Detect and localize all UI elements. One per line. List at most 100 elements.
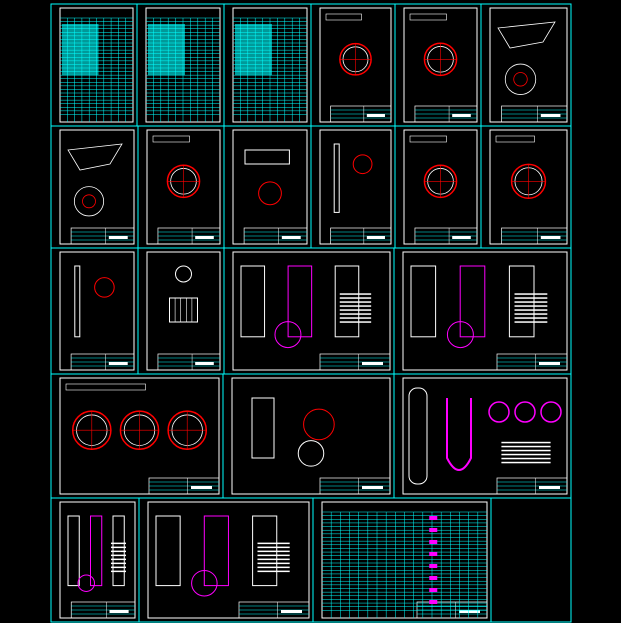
sheet-border bbox=[310, 125, 396, 249]
drawing-sheet-16[interactable] bbox=[393, 247, 572, 375]
note-text-line bbox=[514, 297, 548, 299]
note-text-line bbox=[339, 313, 372, 315]
cone-sector bbox=[504, 63, 537, 95]
drawing-sheet-4[interactable] bbox=[310, 3, 396, 127]
drawing-sheet-2[interactable] bbox=[136, 3, 225, 127]
drawing-sheet-22[interactable] bbox=[312, 497, 492, 623]
drawing-sheet-7[interactable] bbox=[50, 125, 139, 249]
drawing-sheet-15[interactable] bbox=[223, 247, 395, 375]
grid-plate bbox=[169, 297, 198, 323]
assembly-view bbox=[287, 265, 313, 338]
assembly-view bbox=[459, 265, 486, 338]
sheet-border bbox=[50, 247, 139, 375]
drawing-sheet-18[interactable] bbox=[222, 373, 395, 499]
vessel-section bbox=[446, 398, 472, 471]
drawing-sheet-13[interactable] bbox=[50, 247, 139, 375]
sheet-frame bbox=[59, 377, 220, 495]
note-text-line bbox=[339, 293, 372, 295]
nozzle-detail bbox=[514, 401, 536, 423]
sheet-frame bbox=[402, 251, 568, 371]
drawing-number bbox=[362, 486, 383, 489]
drawing-number bbox=[362, 362, 383, 365]
section-view bbox=[325, 13, 362, 21]
drawing-sheet-5[interactable] bbox=[394, 3, 482, 127]
drawing-sheet-21[interactable] bbox=[138, 497, 314, 623]
drawing-number bbox=[366, 236, 385, 239]
note-text-line bbox=[111, 550, 126, 553]
drawing-number bbox=[366, 114, 385, 117]
drawing-sheet-12[interactable] bbox=[480, 125, 572, 249]
assembly-view bbox=[203, 515, 229, 587]
sheet-border bbox=[480, 125, 572, 249]
nozzle-circle bbox=[258, 181, 282, 206]
drawing-number bbox=[540, 114, 561, 117]
note-text-line bbox=[339, 309, 372, 311]
sheet-frame bbox=[232, 129, 308, 245]
drawing-number bbox=[452, 236, 471, 239]
drawing-sheet-17[interactable] bbox=[50, 373, 224, 499]
drawing-sheet-14[interactable] bbox=[137, 247, 225, 375]
drawing-number bbox=[281, 610, 302, 613]
note-text-line bbox=[501, 461, 551, 464]
note-text-line bbox=[514, 317, 548, 319]
sheet-border bbox=[223, 125, 312, 249]
note-text-line bbox=[514, 293, 548, 295]
schedule-marker bbox=[429, 528, 438, 532]
box-view bbox=[244, 149, 290, 165]
sheet-border bbox=[310, 3, 396, 127]
table-text-block bbox=[148, 24, 185, 76]
sheet-border bbox=[393, 247, 572, 375]
drawing-number bbox=[108, 362, 128, 365]
plate-hole bbox=[303, 408, 335, 441]
schedule-marker bbox=[429, 552, 438, 556]
drawing-sheet-3[interactable] bbox=[223, 3, 312, 127]
drawing-sheet-20[interactable] bbox=[50, 497, 140, 623]
pipe-body bbox=[74, 265, 81, 338]
section-view bbox=[495, 135, 535, 143]
nozzle-detail bbox=[488, 401, 510, 423]
table-text-block bbox=[62, 24, 99, 76]
cone-sector bbox=[73, 186, 105, 217]
schedule-marker bbox=[429, 576, 438, 580]
drawing-sheet-1[interactable] bbox=[50, 3, 138, 127]
sheet-border bbox=[312, 497, 492, 623]
section-view bbox=[65, 383, 146, 391]
note-text-line bbox=[257, 546, 290, 549]
section-view bbox=[409, 13, 447, 21]
sheet-frame bbox=[231, 377, 391, 495]
note-text-line bbox=[501, 449, 551, 452]
note-text-line bbox=[111, 566, 126, 569]
drawing-number bbox=[108, 236, 128, 239]
note-text-line bbox=[257, 542, 290, 545]
drawing-sheet-9[interactable] bbox=[223, 125, 312, 249]
drawing-number bbox=[191, 486, 212, 489]
note-text-line bbox=[111, 562, 126, 565]
pipe-section bbox=[352, 154, 373, 175]
note-text-line bbox=[339, 297, 372, 299]
note-text-line bbox=[339, 305, 372, 307]
sheet-frame bbox=[146, 251, 221, 371]
sheet-frame bbox=[147, 501, 310, 619]
note-text-line bbox=[257, 562, 290, 565]
drawing-sheet-6[interactable] bbox=[480, 3, 572, 127]
assembly-view bbox=[410, 265, 437, 338]
plate-disk bbox=[297, 440, 325, 467]
section-view bbox=[152, 135, 190, 143]
assembly-view bbox=[240, 265, 266, 338]
sheet-border bbox=[394, 125, 482, 249]
detail-circle bbox=[446, 321, 474, 349]
drawing-sheet-11[interactable] bbox=[394, 125, 482, 249]
vessel-shell bbox=[408, 387, 428, 485]
cone-development bbox=[497, 21, 556, 49]
schedule-marker bbox=[429, 600, 438, 604]
drawing-sheet-8[interactable] bbox=[137, 125, 225, 249]
note-text-line bbox=[111, 542, 126, 545]
drawing-sheet-10[interactable] bbox=[310, 125, 396, 249]
sheet-border bbox=[137, 125, 225, 249]
assembly-view bbox=[67, 515, 80, 587]
note-text-line bbox=[111, 554, 126, 557]
sheet-frame bbox=[319, 129, 392, 245]
note-text-line bbox=[339, 301, 372, 303]
drawing-sheet-19[interactable] bbox=[393, 373, 572, 499]
